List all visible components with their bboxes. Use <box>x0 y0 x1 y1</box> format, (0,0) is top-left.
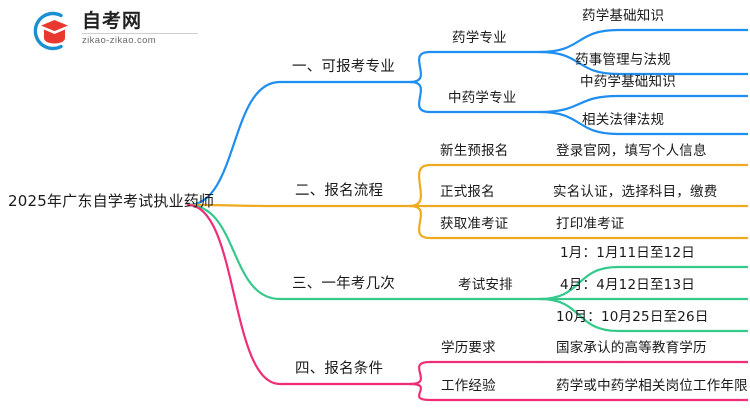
branch-2-child-2-leaf-1-label[interactable]: 实名认证，选择科目，缴费 <box>553 184 718 200</box>
branch-2-link <box>186 203 282 208</box>
branch-3-child-1-leaf-1-label[interactable]: 1月：1月11日至12日 <box>560 245 695 261</box>
branch-3-link <box>186 203 282 301</box>
branch-4-child-2-leaf-1-label[interactable]: 药学或中药学相关岗位工作年限 <box>556 378 748 394</box>
branch-2-child-1-leaf-1-label[interactable]: 登录官网，填写个人信息 <box>556 143 707 159</box>
branch-4-child-1-label[interactable]: 学历要求 <box>441 340 496 356</box>
branch-3-child-1-leaf-3-label[interactable]: 10月：10月25日至26日 <box>556 309 709 325</box>
branch-1-child-1-leaf-1-link <box>538 28 620 54</box>
branch-4-link <box>186 203 282 386</box>
graduation-cap-icon <box>33 11 70 51</box>
branch-2-child-1-label[interactable]: 新生预报名 <box>440 143 509 159</box>
branch-1-child-2-leaf-2-link <box>538 110 620 136</box>
branch-1-child-1-leaf-2-link <box>538 50 620 76</box>
mindmap-links <box>186 28 748 402</box>
branch-4-child-2-label[interactable]: 工作经验 <box>441 378 496 394</box>
branch-1-child-1-leaf-1-label[interactable]: 药学基础知识 <box>582 8 665 24</box>
branch-3-child-1-leaf-3-link <box>538 297 620 333</box>
branch-1-child-2-leaf-1-label[interactable]: 中药学基础知识 <box>580 74 676 90</box>
branch-2-child-2-label[interactable]: 正式报名 <box>440 184 495 200</box>
logo-divider <box>82 33 198 34</box>
branch-4-child-2-link <box>408 382 432 402</box>
branch-3-child-1-leaf-2-label[interactable]: 4月：4月12日至13日 <box>560 277 695 293</box>
branch-4-child-1-leaf-1-label[interactable]: 国家承认的高等教育学历 <box>556 340 707 356</box>
branch-1-child-2-leaf-1-link <box>538 94 620 114</box>
branch-4-label[interactable]: 四、报名条件 <box>295 361 384 377</box>
logo-name-cn: 自考网 <box>82 10 143 32</box>
logo-domain: zikao-zikao.com <box>82 35 157 46</box>
site-logo: 自考网 zikao-zikao.com <box>30 8 200 54</box>
branch-2-child-3-link <box>408 204 432 240</box>
branch-2-child-3-label[interactable]: 获取准考证 <box>440 216 509 232</box>
branch-4-child-1-link <box>408 360 432 386</box>
mindmap-root-label[interactable]: 2025年广东自学考试执业药师 <box>8 192 215 210</box>
logo-wordmark: 自考网 zikao-zikao.com <box>82 10 198 47</box>
branch-1-child-2-leaf-2-label[interactable]: 相关法律法规 <box>582 112 665 128</box>
branch-1-link <box>186 80 282 207</box>
branch-1-child-2-link <box>408 80 432 114</box>
branch-3-child-1-label[interactable]: 考试安排 <box>458 277 513 293</box>
branch-1-child-1-link <box>408 50 432 84</box>
branch-2-label[interactable]: 二、报名流程 <box>295 183 384 199</box>
branch-1-child-2-label[interactable]: 中药学专业 <box>448 90 517 106</box>
branch-1-label[interactable]: 一、可报考专业 <box>292 59 395 75</box>
branch-1-child-1-label[interactable]: 药学专业 <box>452 30 507 46</box>
branch-3-label[interactable]: 三、一年考几次 <box>292 276 395 292</box>
branch-1-child-1-leaf-2-label[interactable]: 药事管理与法规 <box>575 52 671 68</box>
branch-2-child-1-link <box>408 163 432 208</box>
branch-2-child-3-leaf-1-label[interactable]: 打印准考证 <box>556 216 625 232</box>
